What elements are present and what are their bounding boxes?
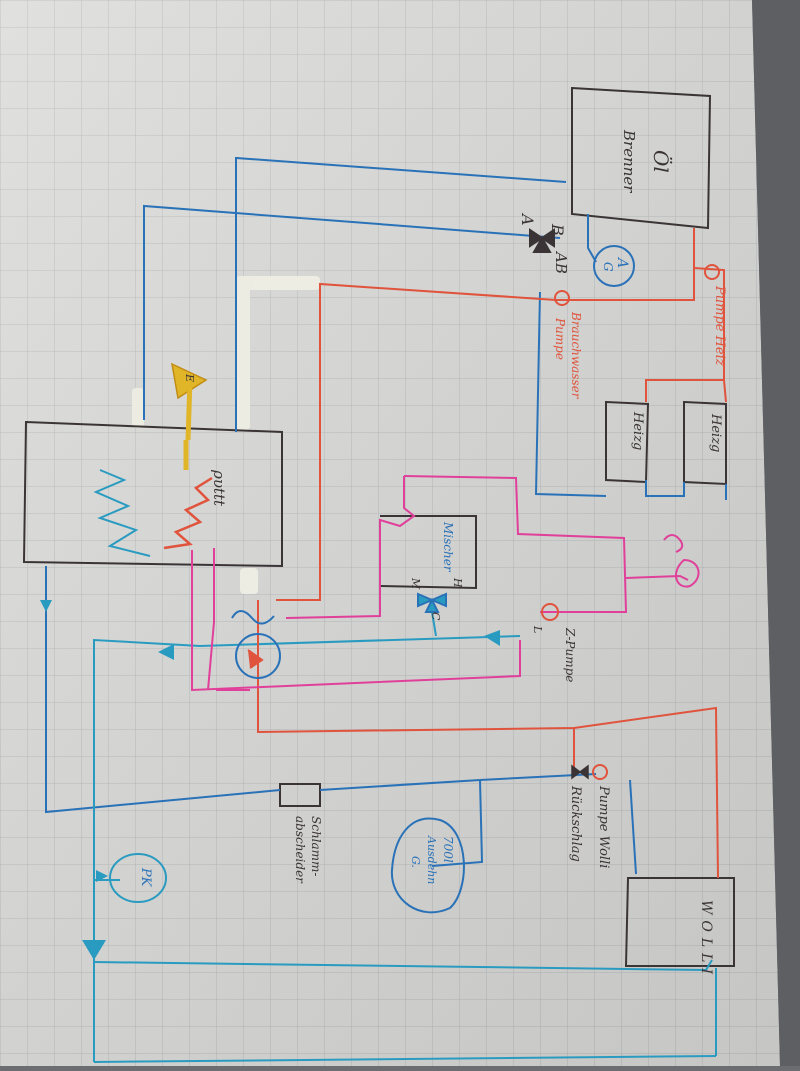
wolli-unit-box: [624, 877, 735, 967]
valve-label-ab: AB: [552, 250, 570, 274]
ag-label-bottom: G: [601, 262, 615, 272]
mixer-valve: [417, 592, 447, 613]
pumpe-heiz-icon: [704, 264, 720, 280]
photo-background-edge: [752, 0, 800, 1066]
three-way-valve-top: [529, 228, 555, 253]
pumpe-wolli-icon: [592, 764, 608, 780]
pumpe-heiz-label: Pumpe Heiz: [712, 285, 727, 366]
ausdehn-label-3: G.: [409, 856, 422, 868]
pk-circle: [109, 853, 167, 903]
wolli-label: WOLLI: [698, 900, 714, 980]
sludge-separator-box: [279, 783, 321, 807]
pumpe-wolli-label: Pumpe Wolli: [596, 785, 611, 868]
oil-burner-box: [571, 86, 712, 230]
heater-e-label: E: [183, 373, 196, 382]
flow-arrows: [40, 600, 500, 960]
check-valve-icon: [571, 764, 589, 780]
valve-label-a: A: [518, 212, 537, 226]
electric-heater-icon: [171, 362, 208, 441]
mischer-c-label: C: [429, 612, 442, 621]
expansion-tank-circle: [390, 817, 465, 914]
pk-label: PK: [138, 867, 153, 888]
blue-pipework: [45, 156, 727, 1063]
magenta-pipework: [191, 475, 689, 692]
heizung-2-label: Heizg: [708, 413, 723, 452]
ausdehn-label-2: Ausdehn: [425, 835, 438, 884]
paper-sheet: [0, 0, 780, 1066]
mischer-h-label: H: [451, 577, 464, 588]
tank-scribble-label: ρυttt: [210, 469, 228, 507]
z-pumpe-label: Z-Pumpe: [563, 627, 577, 682]
z-pumpe-l-label: L: [531, 625, 544, 633]
schlamm-label-1: Schlamm-: [309, 816, 323, 876]
valve-label-b: B: [548, 223, 567, 236]
brauchwasser-label-1: Brauchwasser: [569, 311, 583, 400]
black-ink-components: [22, 86, 735, 967]
tank-coil-blue: [93, 469, 151, 557]
z-pumpe-icon: [541, 603, 559, 621]
oel-subtitle: Brenner: [620, 129, 638, 193]
heizung-1-label: Heizg: [630, 411, 645, 450]
ag-label-top: A: [614, 256, 630, 268]
brauchwasser-pumpe-icon: [554, 290, 570, 306]
mixer-box: [379, 515, 477, 590]
heat-exchanger-icon: [231, 610, 281, 679]
schlamm-label-2: abscheider: [293, 816, 307, 884]
ag-pressure-circle: [593, 245, 635, 287]
mischer-m-label: M: [409, 577, 422, 590]
brauchwasser-label-2: Pumpe: [553, 317, 567, 360]
correction-fluid-marks: [132, 276, 320, 594]
rueckschlag-label: Rückschlag: [568, 785, 583, 862]
oel-title: Öl: [649, 150, 674, 173]
mischer-label: Mischer: [441, 521, 455, 573]
ausdehn-label-1: 700l: [441, 836, 455, 863]
storage-tank-box: [22, 420, 283, 568]
pump-symbols: [541, 264, 720, 780]
tap-icon: [663, 534, 700, 588]
